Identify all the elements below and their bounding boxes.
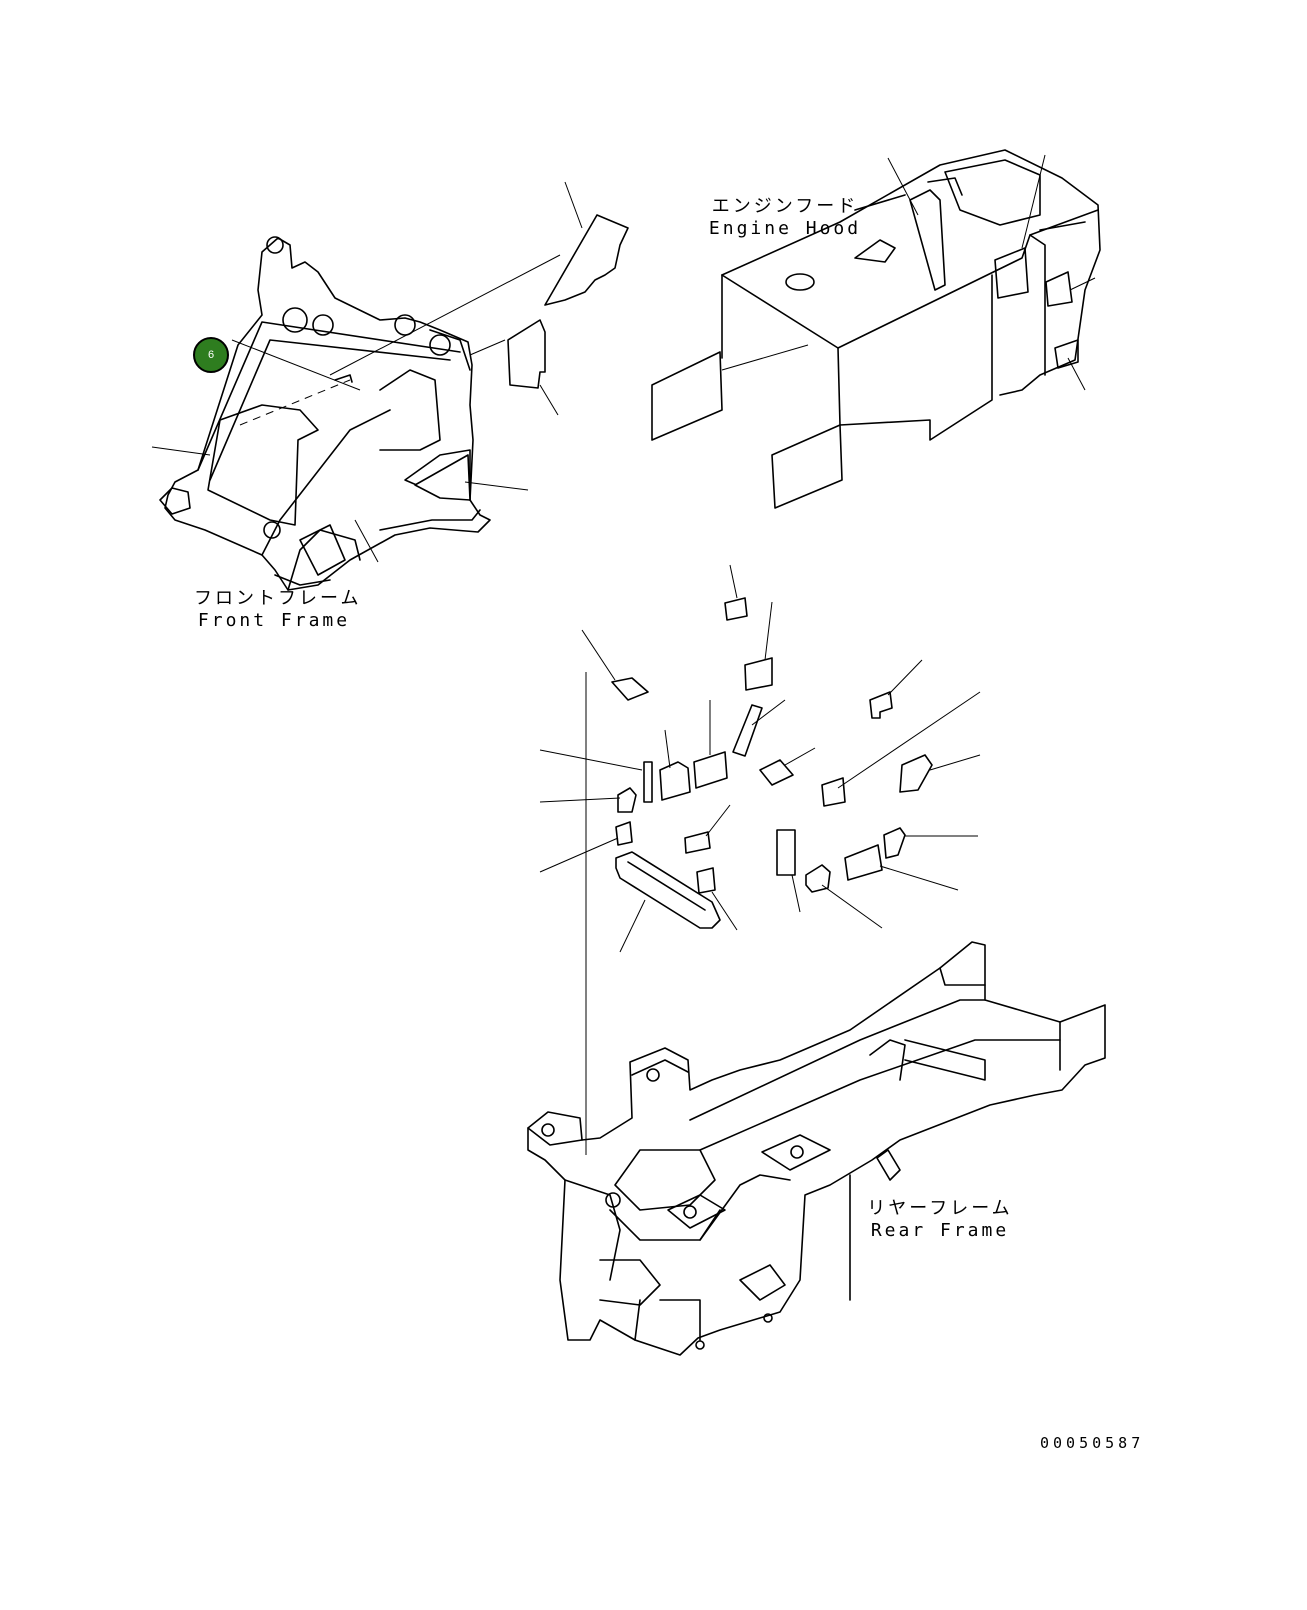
engine-hood-drawing [721, 149, 1101, 441]
engine-hood-label-jp: エンジンフード [711, 196, 859, 217]
rear-frame-label-jp: リヤーフレーム [867, 1198, 1013, 1219]
engine-hood-label-en: Engine Hood [708, 218, 862, 239]
drawing-number: 00050587 [1040, 1434, 1145, 1452]
rear-frame-drawing [527, 941, 1106, 1356]
rear-frame-label: リヤーフレーム Rear Frame [860, 1198, 1020, 1242]
engine-hood-leaders [721, 154, 1096, 391]
front-frame-drawing [159, 236, 491, 591]
front-frame-label: フロントフレーム Front Frame [194, 588, 362, 632]
front-frame-label-en: Front Frame [197, 610, 351, 631]
engine-hood-label: エンジンフード Engine Hood [705, 196, 865, 240]
rear-frame-label-en: Rear Frame [870, 1220, 1010, 1241]
front-frame-label-jp: フロントフレーム [194, 588, 362, 609]
callout-number: 6 [207, 349, 215, 361]
front-frame-insulation-pads [414, 214, 629, 501]
front-frame-leaders [151, 181, 583, 563]
loose-insulation-pads [611, 597, 933, 929]
engine-hood-insulation-pads [651, 351, 843, 509]
callout-badge[interactable]: 6 [193, 337, 229, 373]
loose-pad-leaders [539, 564, 981, 1155]
